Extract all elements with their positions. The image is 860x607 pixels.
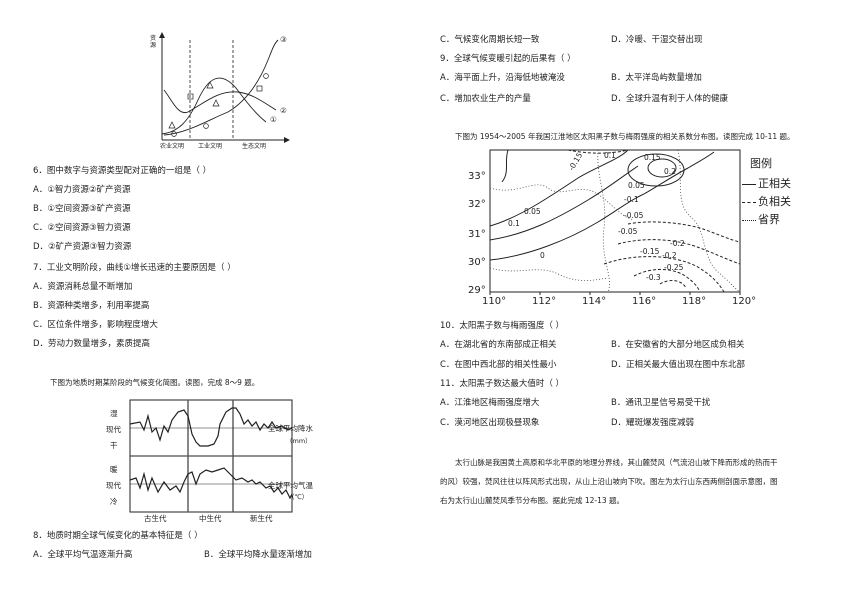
contour-label: -0.2 — [670, 239, 685, 248]
era-cenozoic: 新生代 — [250, 514, 273, 523]
legend-positive: 正相关 — [742, 178, 791, 189]
q6-option-c[interactable]: C．②空间资源③智力资源 — [33, 223, 131, 233]
contour-label: 0.1 — [508, 219, 520, 228]
q11-stem: 11．太阳黑子数达最大值时（ ） — [440, 379, 565, 389]
curve-label-1: ① — [270, 115, 277, 124]
precip-side-wet: 湿 — [110, 409, 118, 418]
intro-q12-13-line1: 太行山脉是我国黄土高原和华北平原的地理分界线，其山麓焚风（气流沿山坡下降而形成的… — [455, 458, 778, 467]
solid-line-icon — [742, 183, 756, 185]
temp-side-cold: 冷 — [110, 497, 118, 506]
resource-curve-figure: 资源 ① ② ③ 农业文明 工业文明 生态文明 — [148, 30, 298, 158]
contour-label: 0.1 — [604, 151, 616, 160]
intro-q12-13-line3: 右为太行山山麓焚风季节分布图。据此完成 12-13 题。 — [440, 496, 625, 505]
legend-border: 省界 — [742, 214, 780, 225]
lon-116: 116° — [632, 296, 657, 307]
q8-option-a[interactable]: A．全球平均气温逐渐升高 — [33, 550, 133, 560]
precip-side-modern: 现代 — [106, 425, 121, 434]
temp-unit: （℃） — [288, 493, 309, 501]
q11-option-c[interactable]: C．漠河地区出现极昼现象 — [440, 418, 540, 428]
q6-stem: 6．图中数字与资源类型配对正确的一组是（ ） — [33, 166, 212, 176]
contour-label: -0.1 — [624, 195, 639, 204]
stage-label-ecology: 生态文明 — [242, 143, 267, 150]
q8-option-d[interactable]: D．冷暖、干湿交替出现 — [611, 35, 703, 45]
legend-title: 图例 — [750, 157, 772, 170]
lat-31: 31° — [468, 229, 486, 240]
temp-label: 全球平均气温 — [268, 481, 313, 490]
temp-side-warm: 暖 — [110, 465, 118, 474]
lat-33: 33° — [468, 171, 486, 182]
contour-label: -0.05 — [618, 227, 638, 236]
q10-option-d[interactable]: D．正相关最大值出现在图中东北部 — [611, 360, 746, 370]
q8-option-b[interactable]: B．全球平均降水量逐渐增加 — [204, 550, 312, 560]
q7-option-a[interactable]: A．资源消耗总量不断增加 — [33, 282, 133, 292]
dashed-line-icon — [742, 201, 756, 203]
contour-label: 0 — [540, 251, 545, 260]
intro-q10-11: 下图为 1954～2005 年我国江淮地区太阳黑子数与梅雨强度的相关系数分布图。… — [455, 132, 795, 141]
temp-side-modern: 现代 — [106, 481, 121, 490]
q7-option-c[interactable]: C．区位条件增多，影响程度增大 — [33, 320, 158, 330]
curve-label-3: ③ — [280, 35, 287, 44]
precip-label: 全球平均降水 — [268, 424, 313, 433]
contour-label: 0.05 — [524, 207, 541, 216]
q9-option-b[interactable]: B．太平洋岛屿数量增加 — [611, 73, 702, 83]
q10-option-c[interactable]: C．在图中西北部的相关性最小 — [440, 360, 557, 370]
era-mesozoic: 中生代 — [199, 514, 222, 523]
lat-29: 29° — [468, 285, 486, 296]
q6-option-d[interactable]: D．②矿产资源③智力资源 — [33, 242, 132, 252]
contour-label: -0.3 — [646, 273, 661, 282]
q11-option-a[interactable]: A．江淮地区梅雨强度增大 — [440, 398, 540, 408]
lon-120: 120° — [732, 296, 757, 307]
era-paleozoic: 古生代 — [144, 514, 167, 523]
precip-unit: （mm） — [286, 437, 312, 445]
legend-negative: 负相关 — [742, 196, 791, 207]
lat-30: 30° — [468, 257, 486, 268]
stage-label-industry: 工业文明 — [198, 143, 223, 150]
q7-option-d[interactable]: D．劳动力数量增多，素质提高 — [33, 339, 151, 349]
lat-32: 32° — [468, 199, 486, 210]
precip-side-dry: 干 — [110, 441, 118, 450]
contour-label: -0.15 — [640, 247, 660, 256]
q9-stem: 9．全球气候变暖引起的后果有（ ） — [440, 54, 576, 64]
climate-change-figure: 湿 现代 干 暖 现代 冷 全球平均降水 （mm） 全球平均气温 （℃） 古生代… — [100, 398, 340, 526]
contour-label: -0.05 — [624, 211, 644, 220]
lon-110: 110° — [482, 296, 507, 307]
contour-label: -0.25 — [664, 263, 684, 272]
curve-label-2: ② — [280, 106, 287, 115]
q8-option-c[interactable]: C．气候变化周期长短一致 — [440, 35, 540, 45]
contour-label: -0.2 — [662, 251, 677, 260]
q9-option-a[interactable]: A．海平面上升，沿海低地被淹没 — [440, 73, 565, 83]
q9-option-d[interactable]: D．全球升温有利于人体的健康 — [611, 94, 729, 104]
lon-114: 114° — [582, 296, 607, 307]
q6-option-b[interactable]: B．①空间资源③矿产资源 — [33, 204, 131, 214]
q10-stem: 10．太阳黑子数与梅雨强度（ ） — [440, 321, 565, 331]
q10-option-b[interactable]: B．在安徽省的大部分地区成负相关 — [611, 340, 745, 350]
contour-label: 0.05 — [628, 181, 645, 190]
q11-option-d[interactable]: D．耀斑爆发强度减弱 — [611, 418, 695, 428]
stage-label-agriculture: 农业文明 — [160, 143, 185, 150]
q6-option-a[interactable]: A．①智力资源②矿产资源 — [33, 185, 131, 195]
correlation-map: 33° 32° 31° 30° 29° 110° 112° 114° 116° … — [448, 148, 818, 310]
lon-112: 112° — [532, 296, 557, 307]
q7-option-b[interactable]: B．资源种类增多，利用率提高 — [33, 301, 150, 311]
q11-option-b[interactable]: B．通讯卫星信号易受干扰 — [611, 398, 711, 408]
lon-118: 118° — [682, 296, 707, 307]
intro-q12-13-line2: 的风）较强，焚风往往以阵风形式出现，从山上沿山坡向下吹。图左为太行山东西两侧剖面… — [440, 477, 778, 486]
dotted-line-icon — [742, 219, 756, 221]
q9-option-c[interactable]: C．增加农业生产的产量 — [440, 94, 531, 104]
intro-q8-9: 下图为地质时期某阶段的气候变化简图。读图，完成 8～9 题。 — [50, 378, 260, 387]
q7-stem: 7．工业文明阶段，曲线①增长迅速的主要原因是（ ） — [33, 263, 236, 273]
q10-option-a[interactable]: A．在湖北省的东南部成正相关 — [440, 340, 557, 350]
y-axis-label: 资源 — [150, 35, 157, 49]
contour-label: 0.2 — [664, 167, 676, 176]
q8-stem: 8．地质时期全球气候变化的基本特征是（ ） — [33, 531, 203, 541]
contour-label: 0.15 — [644, 153, 661, 162]
